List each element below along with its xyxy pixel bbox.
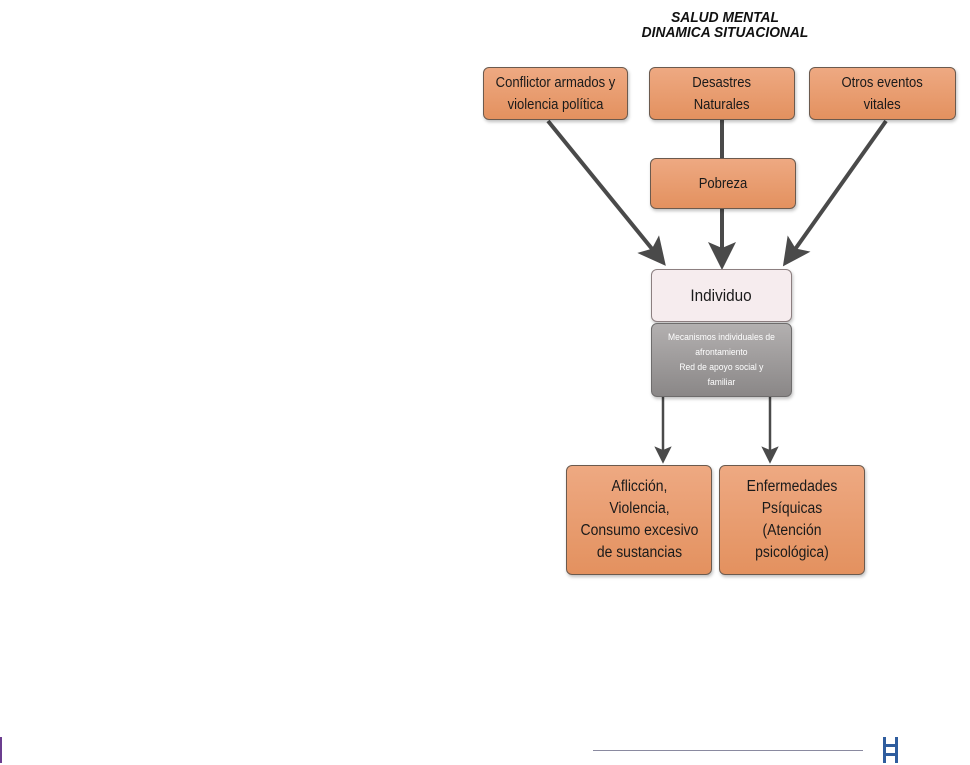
- node-desastres-label: Desastres Naturales: [692, 74, 752, 113]
- diagram-title-line1: SALUD MENTAL: [671, 9, 779, 26]
- node-pobreza: Pobreza: [650, 158, 796, 209]
- footer-logo-icon: [883, 737, 898, 763]
- node-otros-eventos: Otros eventos vitales: [809, 67, 956, 120]
- page-edge-marker: [0, 737, 2, 763]
- arrow-otros-individuo: [782, 119, 888, 267]
- node-enfermedades-label: Enfermedades Psíquicas (Atención psicoló…: [746, 478, 838, 561]
- node-afliccion-label: Aflicción, Violencia, Consumo excesivo d…: [580, 478, 698, 561]
- node-mecanismos: Mecanismos individuales de afrontamiento…: [651, 323, 792, 397]
- node-pobreza-label: Pobreza: [698, 175, 748, 192]
- footer-divider: [593, 750, 863, 751]
- node-individuo: Individuo: [651, 269, 792, 322]
- arrow-conflictos-individuo: [546, 119, 666, 266]
- node-afliccion: Aflicción, Violencia, Consumo excesivo d…: [566, 465, 712, 575]
- node-desastres: Desastres Naturales: [649, 67, 795, 120]
- node-individuo-label: Individuo: [690, 285, 753, 305]
- node-mecanismos-label: Mecanismos individuales de afrontamiento…: [668, 332, 775, 388]
- node-conflictos: Conflictor armados y violencia política: [483, 67, 628, 120]
- node-conflictos-label: Conflictor armados y violencia política: [495, 74, 616, 113]
- node-otros-eventos-label: Otros eventos vitales: [841, 74, 924, 113]
- node-enfermedades: Enfermedades Psíquicas (Atención psicoló…: [719, 465, 865, 575]
- diagram-title-line2: DINAMICA SITUACIONAL: [641, 24, 809, 41]
